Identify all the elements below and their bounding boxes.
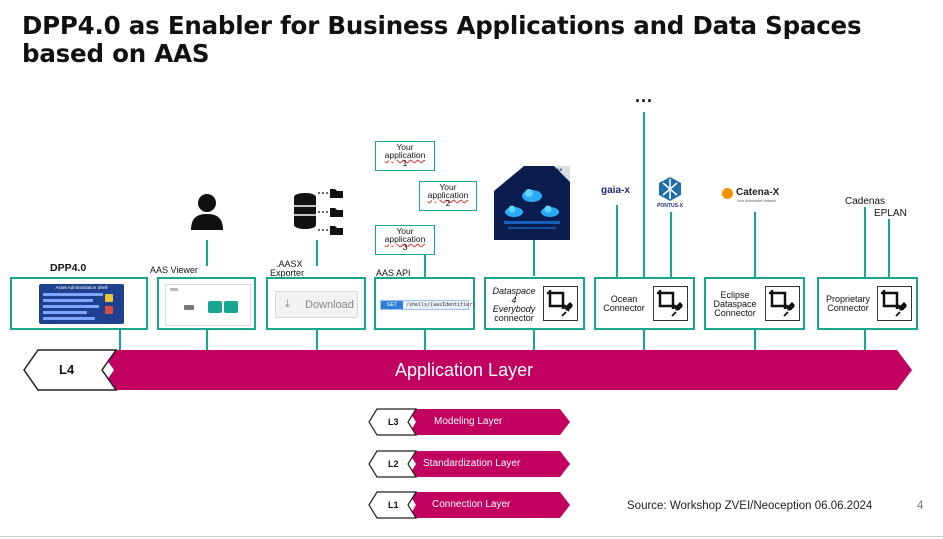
catena-x-logo: Catena-X Your Automotive Network xyxy=(722,187,792,207)
source-citation: Source: Workshop ZVEI/Neoception 06.06.2… xyxy=(627,500,873,512)
your-application-3[interactable]: Your application 3 xyxy=(375,225,435,255)
layer-code-l4: L4 xyxy=(59,362,75,377)
api-box[interactable]: GET /shells/{aasIdentifier} xyxy=(374,277,475,330)
connector-line-eclipse-bottom xyxy=(754,330,756,350)
connector-line-viewer xyxy=(206,240,208,266)
pontus-x-logo: PONTUS-X xyxy=(653,176,687,212)
download-button-label: Download xyxy=(305,299,354,311)
connector-line-ocean-left xyxy=(616,205,618,277)
modeling-layer-arrow xyxy=(368,408,571,436)
layer-code-l3: L3 xyxy=(388,417,399,427)
gaia-x-logo: gaia-x xyxy=(601,185,630,196)
download-icon: ⤓ xyxy=(285,298,290,310)
database-icon xyxy=(292,188,344,241)
connector-plug-icon xyxy=(765,286,800,321)
application-layer-arrow xyxy=(22,348,914,392)
catena-x-logo-icon xyxy=(722,188,733,199)
eplan-label: EPLAN xyxy=(874,208,907,219)
layer-code-l2: L2 xyxy=(388,459,399,469)
proprietary-connector-box[interactable]: Proprietary Connector xyxy=(817,277,918,330)
exporter-label-2: Exporter xyxy=(270,268,305,278)
connector-line-viewer-bottom xyxy=(206,330,208,350)
connector-line-ocean-main xyxy=(643,112,645,350)
proprietary-connector-label: Proprietary Connector xyxy=(825,294,870,313)
api-label: AAS API xyxy=(376,268,411,278)
connection-layer-label: Connection Layer xyxy=(432,499,511,510)
your-application-1[interactable]: Your application 1 xyxy=(375,141,435,171)
cadenas-label: Cadenas xyxy=(845,196,886,207)
standardization-layer-label: Standardization Layer xyxy=(423,458,521,469)
api-path: /shells/{aasIdentifier} xyxy=(406,302,476,308)
connector-line-eplan xyxy=(888,219,890,277)
connector-line-eclipse xyxy=(754,212,756,277)
standardization-layer-arrow xyxy=(368,450,571,478)
exporter-box: ⤓ Download xyxy=(266,277,366,330)
connector-plug-icon xyxy=(543,286,578,321)
viewer-label: AAS Viewer xyxy=(150,265,198,275)
api-method-badge: GET xyxy=(381,301,403,309)
connector-line-dataspace xyxy=(533,240,535,276)
more-ellipsis: ... xyxy=(635,86,654,106)
slide-title-line-1: DPP4.0 as Enabler for Business Applicati… xyxy=(22,11,862,40)
connector-line-api-bottom xyxy=(424,330,426,350)
eclipse-connector-label: Eclipse Dataspace Connector xyxy=(713,290,757,318)
exporter-label-1: .AASX xyxy=(276,259,303,269)
connector-line-api xyxy=(424,255,426,277)
slide-title-line-2: based on AAS xyxy=(22,39,210,68)
person-icon xyxy=(190,193,224,236)
connector-plug-icon xyxy=(653,286,688,321)
industrie40-logo-text: INDUSTRIE 4.0 xyxy=(534,167,563,172)
connector-line-dataspace-bottom xyxy=(533,330,535,350)
connector-line-exporter xyxy=(316,240,318,266)
ocean-connector-label: Ocean Connector xyxy=(603,294,645,313)
connector-line-ocean-right xyxy=(670,212,672,277)
connector-plug-icon xyxy=(877,286,912,321)
viewer-box[interactable] xyxy=(157,277,256,330)
dpp-label: DPP4.0 xyxy=(50,262,87,274)
dpp-box[interactable]: Asset Administration Shell xyxy=(10,277,148,330)
connector-line-dpp xyxy=(119,330,121,350)
connector-line-exporter-bottom xyxy=(316,330,318,350)
industrie40-cloud-image: INDUSTRIE 4.0 xyxy=(494,166,570,240)
your-application-2[interactable]: Your application 2 xyxy=(419,181,477,211)
modeling-layer-label: Modeling Layer xyxy=(434,416,503,427)
layer-code-l1: L1 xyxy=(388,500,399,510)
eclipse-connector-box[interactable]: Eclipse Dataspace Connector xyxy=(704,277,805,330)
connection-layer-arrow xyxy=(368,491,571,519)
viewer-screenshot xyxy=(165,284,251,326)
page-number: 4 xyxy=(917,500,924,512)
api-endpoint: GET /shells/{aasIdentifier} xyxy=(380,300,475,310)
dataspace-connector-box[interactable]: Dataspace 4 Everybody connector xyxy=(484,277,585,330)
dataspace-connector-label: Dataspace 4 Everybody connector xyxy=(492,286,536,323)
footer-divider xyxy=(0,536,943,537)
aas-screen-image: Asset Administration Shell xyxy=(39,284,124,324)
download-button[interactable]: ⤓ Download xyxy=(275,291,358,318)
slide-title: DPP4.0 as Enabler for Business Applicati… xyxy=(22,12,902,68)
ocean-connector-box[interactable]: Ocean Connector xyxy=(594,277,695,330)
application-layer-label: Application Layer xyxy=(395,360,534,380)
aas-screen-title: Asset Administration Shell xyxy=(55,285,108,290)
